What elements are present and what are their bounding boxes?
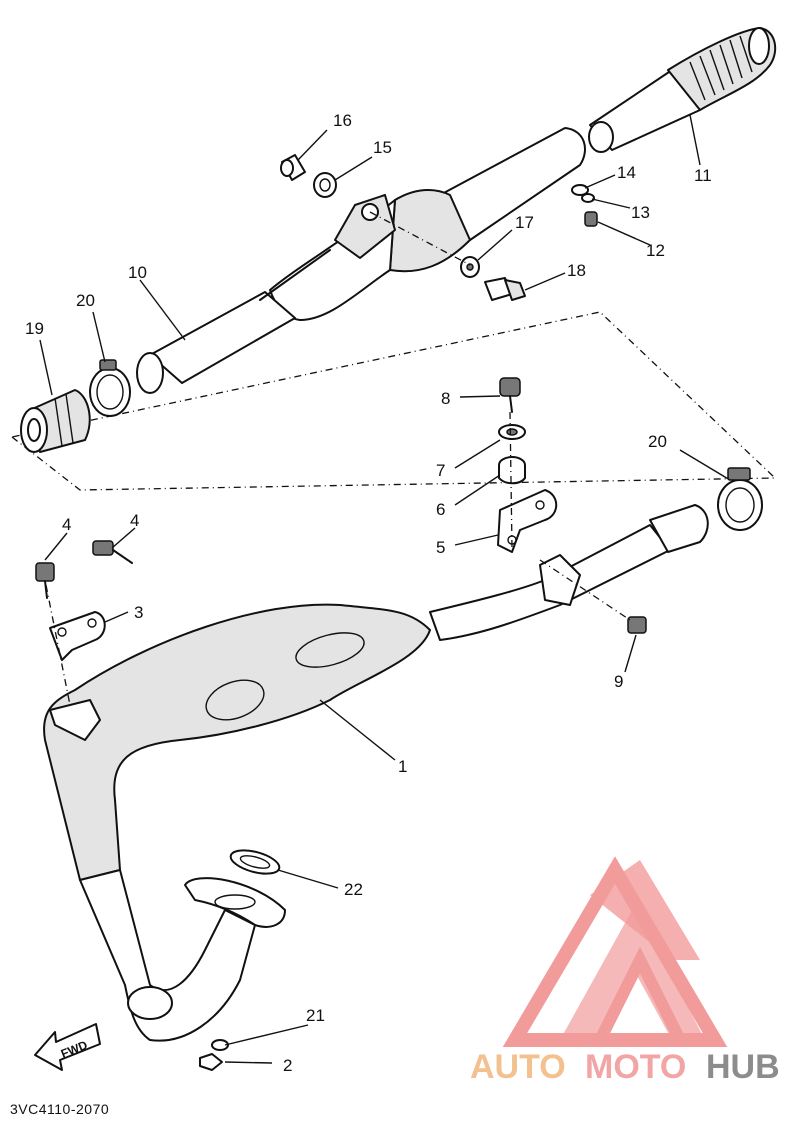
callout-18: 18: [567, 261, 586, 280]
callout-1: 1: [398, 757, 407, 776]
callout-13: 13: [631, 203, 650, 222]
drawing-code: 3VC4110-2070: [10, 1101, 109, 1117]
part-16-collar: [280, 154, 306, 181]
callout-7: 7: [436, 461, 445, 480]
part-15-grommet: [313, 172, 337, 198]
callout-11: 11: [694, 166, 712, 185]
callout-22: 22: [344, 880, 363, 899]
watermark-text: AUTO MOTO HUB: [470, 1048, 780, 1086]
part-13-washer: [581, 193, 595, 203]
part-2-nut: [199, 1053, 223, 1071]
part-7-collar: [498, 424, 526, 440]
watermark-logo: [502, 856, 728, 1047]
callout-16: 16: [333, 111, 352, 130]
callout-2: 2: [283, 1056, 292, 1075]
callout-10: 10: [128, 263, 147, 282]
part-20-clamp-left: [89, 359, 131, 417]
callout-20a: 20: [76, 291, 95, 310]
part-9-bolt: [627, 616, 647, 634]
part-17-washer: [460, 256, 480, 278]
part-12-bolt: [584, 211, 598, 227]
part-19-joint-sleeve: [20, 389, 91, 453]
part-6-grommet: [498, 456, 526, 485]
part-4-bolt-a: [35, 562, 55, 599]
part-1-exhaust-pipe: [43, 504, 709, 1042]
part-10-muffler: [136, 127, 586, 394]
part-20-clamp-right: [717, 467, 763, 531]
callout-21: 21: [306, 1006, 325, 1025]
callout-9: 9: [614, 672, 623, 691]
part-3-bracket: [49, 611, 106, 661]
part-14-washer: [571, 184, 589, 196]
part-21-washer: [211, 1039, 229, 1051]
part-22-gasket: [229, 849, 281, 875]
watermark-hub: HUB: [706, 1048, 780, 1086]
part-11-outlet-pipe: [588, 27, 777, 153]
callout-6: 6: [436, 500, 445, 519]
part-18-bolt: [484, 277, 526, 301]
callout-12: 12: [646, 241, 665, 260]
upper-group-boundary: [11, 311, 777, 491]
callout-19: 19: [25, 319, 44, 338]
watermark-auto: AUTO: [470, 1048, 566, 1086]
callout-17: 17: [515, 213, 534, 232]
callout-14: 14: [617, 163, 636, 182]
callout-5: 5: [436, 538, 445, 557]
callout-20b: 20: [648, 432, 667, 451]
callout-3: 3: [134, 603, 143, 622]
leader-lines: [39, 114, 731, 1064]
callout-labels: 1 2 3 4 4 5 6 7 8 9 10 11 12 13 14 15 16…: [25, 111, 712, 1075]
callout-15: 15: [373, 138, 392, 157]
watermark-moto: MOTO: [585, 1048, 686, 1086]
part-4-bolt-b: [92, 540, 133, 564]
callout-4a: 4: [62, 515, 71, 534]
part-5-bracket: [497, 489, 558, 553]
fwd-arrow-icon: FWD: [34, 1023, 101, 1071]
part-8-bolt: [499, 377, 521, 413]
callout-8: 8: [441, 389, 450, 408]
callout-4b: 4: [130, 511, 139, 530]
